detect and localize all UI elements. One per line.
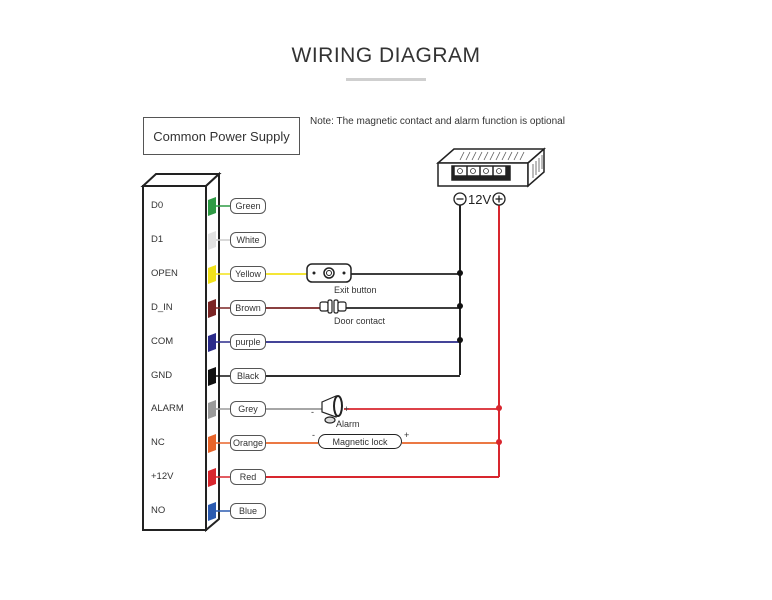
pin-label-no: NO [151, 505, 166, 516]
magnetic-lock: Magnetic lock [318, 434, 402, 449]
power-supply-unit [436, 147, 546, 188]
pin-label-alarm: ALARM [151, 403, 184, 414]
wire-tab-brown [208, 299, 216, 318]
wire-label-green: Green [230, 198, 266, 214]
alarm-minus-sign: - [311, 407, 314, 417]
pin-label-din: D_IN [151, 302, 173, 313]
alarm-label: Alarm [336, 419, 360, 429]
pin-label-nc: NC [151, 437, 165, 448]
wire-label-purple: purple [230, 334, 266, 350]
wire-label-orange: Orange [230, 435, 266, 451]
door-contact-icon [319, 299, 347, 314]
alarm-siren-icon [321, 395, 343, 424]
wire-tab-black [208, 367, 216, 386]
ps-terminal-negative [453, 192, 467, 206]
wire-tab-blue [208, 502, 216, 521]
wire-label-red: Red [230, 469, 266, 485]
wire-tab-purple [208, 333, 216, 352]
pin-label-gnd: GND [151, 370, 173, 381]
wire-label-grey: Grey [230, 401, 266, 417]
wire-label-yellow: Yellow [230, 266, 266, 282]
junction-dots [457, 270, 502, 445]
mlock-plus-sign: + [404, 430, 410, 440]
wire-tab-grey [208, 400, 216, 419]
wire-label-black: Black [230, 368, 266, 384]
positive-bus [266, 205, 500, 478]
pin-label-com: COM [151, 336, 174, 347]
alarm-plus-sign: + [344, 404, 350, 414]
optional-note: Note: The magnetic contact and alarm fun… [310, 116, 565, 127]
mlock-minus-sign: - [312, 430, 315, 440]
wire-tab-orange [208, 434, 216, 453]
wire-tab-red [208, 468, 216, 487]
exit-button-label: Exit button [334, 285, 377, 295]
pin-label-d1: D1 [151, 234, 164, 245]
door-contact-label: Door contact [334, 316, 386, 326]
wire-tab-green [208, 197, 216, 216]
pin-label-12v: +12V [151, 471, 174, 482]
ps-voltage-label: 12V [468, 192, 492, 207]
diagram-title: WIRING DIAGRAM [291, 44, 481, 67]
pin-label-open: OPEN [151, 268, 178, 279]
wire-label-white: White [230, 232, 266, 248]
wire-label-blue: Blue [230, 503, 266, 519]
wire-tab-yellow [208, 265, 216, 284]
exit-button-icon [306, 263, 352, 283]
title-underline [346, 78, 426, 81]
ps-terminal-positive [492, 192, 506, 206]
wire-label-brown: Brown [230, 300, 266, 316]
wire-tab-white [208, 231, 216, 250]
common-power-supply-box: Common Power Supply [143, 117, 300, 155]
pin-label-d0: D0 [151, 200, 164, 211]
